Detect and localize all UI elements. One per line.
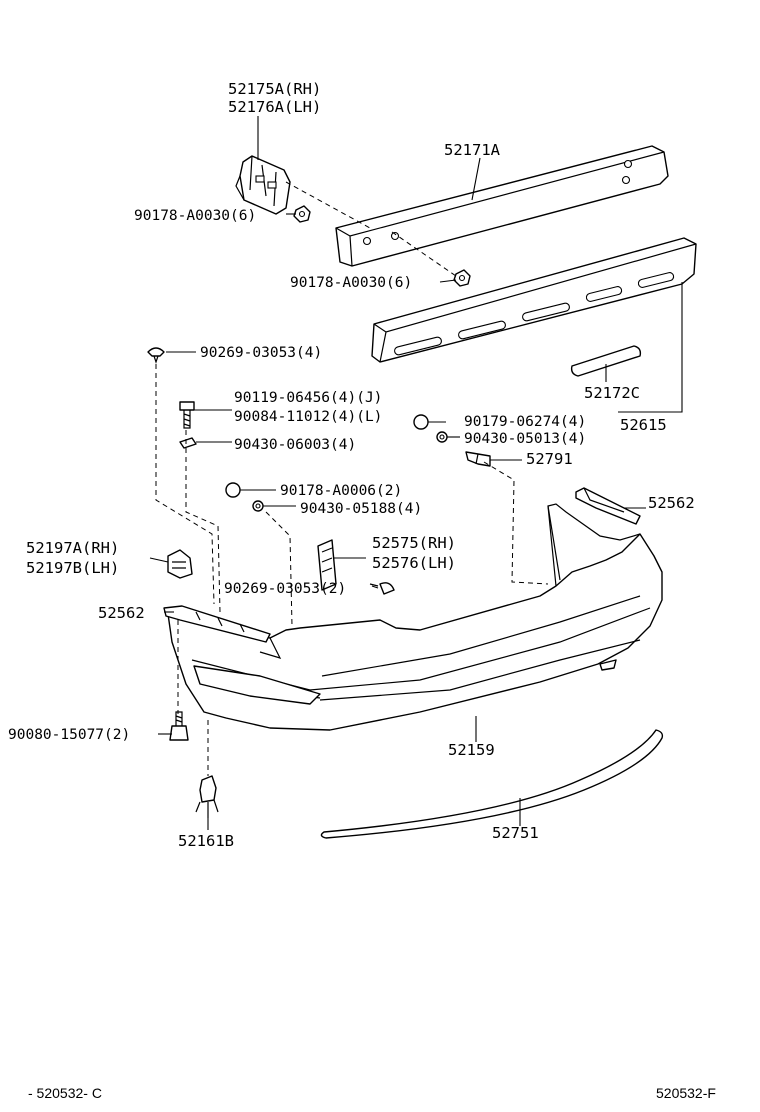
side-retainer-drawing	[317, 539, 337, 591]
label-52161B: 52161B	[178, 832, 234, 850]
label-90430-05188: 90430-05188(4)	[300, 501, 422, 517]
label-52562-left: 52562	[98, 604, 145, 622]
label-52172C: 52172C	[584, 384, 640, 402]
retainer-left-drawing	[163, 605, 271, 643]
label-90430-05013: 90430-05013(4)	[464, 431, 586, 447]
fasteners-drawing	[147, 205, 491, 818]
label-52197B: 52197B(LH)	[26, 559, 119, 577]
label-52562-right: 52562	[648, 494, 695, 512]
label-52176A: 52176A(LH)	[228, 98, 321, 116]
label-90178-A0030-left: 90178-A0030(6)	[134, 208, 256, 224]
label-90179-06274: 90179-06274(4)	[464, 414, 586, 430]
assembly-dashed-lines	[155, 181, 549, 776]
bumper-cover-drawing	[167, 503, 663, 731]
label-90178-A0006: 90178-A0006(2)	[280, 483, 402, 499]
footer-code-left: - 520532- C	[28, 1085, 102, 1101]
retainer-right-drawing	[575, 487, 641, 525]
label-52576: 52576(LH)	[372, 554, 456, 572]
label-90080-15077: 90080-15077(2)	[8, 727, 130, 743]
bumper-clip-drawing	[167, 549, 193, 579]
label-52615: 52615	[620, 416, 667, 434]
leader-lines	[149, 116, 683, 830]
label-52159: 52159	[448, 741, 495, 759]
label-52791: 52791	[526, 450, 573, 468]
energy-absorber-drawing	[371, 237, 697, 363]
label-90430-06003: 90430-06003(4)	[234, 437, 356, 453]
label-90119-06456: 90119-06456(4)(J)	[234, 390, 382, 406]
bumper-reinforcement-drawing	[335, 145, 669, 267]
label-52751: 52751	[492, 824, 539, 842]
label-90084-11012: 90084-11012(4)(L)	[234, 409, 382, 425]
absorber-pad-drawing	[570, 345, 642, 377]
label-90269-03053-bottom: 90269-03053(2)	[224, 581, 346, 597]
bumper-bracket-drawing	[235, 155, 291, 215]
label-52197A: 52197A(RH)	[26, 539, 119, 557]
label-90269-03053-top: 90269-03053(4)	[200, 345, 322, 361]
label-52171A: 52171A	[444, 141, 501, 159]
label-52175A: 52175A(RH)	[228, 80, 321, 98]
footer-code-right: 520532-F	[656, 1085, 716, 1101]
label-52575: 52575(RH)	[372, 534, 456, 552]
bumper-moulding-drawing	[320, 729, 664, 839]
label-90178-A0030-right: 90178-A0030(6)	[290, 275, 412, 291]
